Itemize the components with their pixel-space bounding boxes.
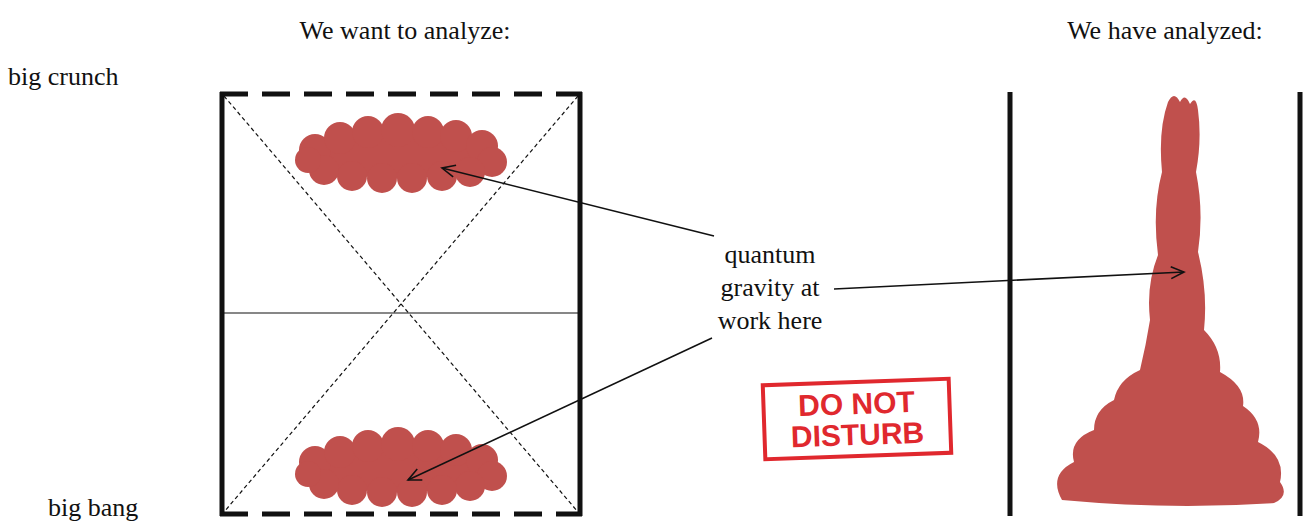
crunch-boundary — [220, 92, 582, 97]
boundary-label: big bang — [48, 491, 138, 524]
timelike-boundary — [1008, 92, 1013, 516]
timelike-boundary — [578, 92, 583, 516]
stamp-text: DO NOT DISTURB — [761, 377, 954, 462]
light-ray — [224, 96, 578, 512]
bang-boundary — [220, 512, 582, 517]
quantum-cloud — [295, 427, 507, 507]
callout-text: quantum gravity at work here — [700, 238, 840, 337]
leader-arrow — [442, 168, 714, 236]
boundary-label: big crunch — [8, 60, 118, 93]
light-ray — [224, 96, 578, 512]
column-heading: We want to analyze: — [245, 14, 565, 47]
timelike-boundary — [1298, 92, 1303, 516]
quantum-cloud — [295, 113, 507, 193]
quantum-plume — [1057, 96, 1284, 506]
leader-arrow — [408, 338, 712, 480]
timelike-boundary — [220, 92, 225, 516]
leader-arrow — [834, 272, 1184, 289]
time-slice — [222, 312, 580, 313]
column-heading: We have analyzed: — [1030, 14, 1300, 47]
